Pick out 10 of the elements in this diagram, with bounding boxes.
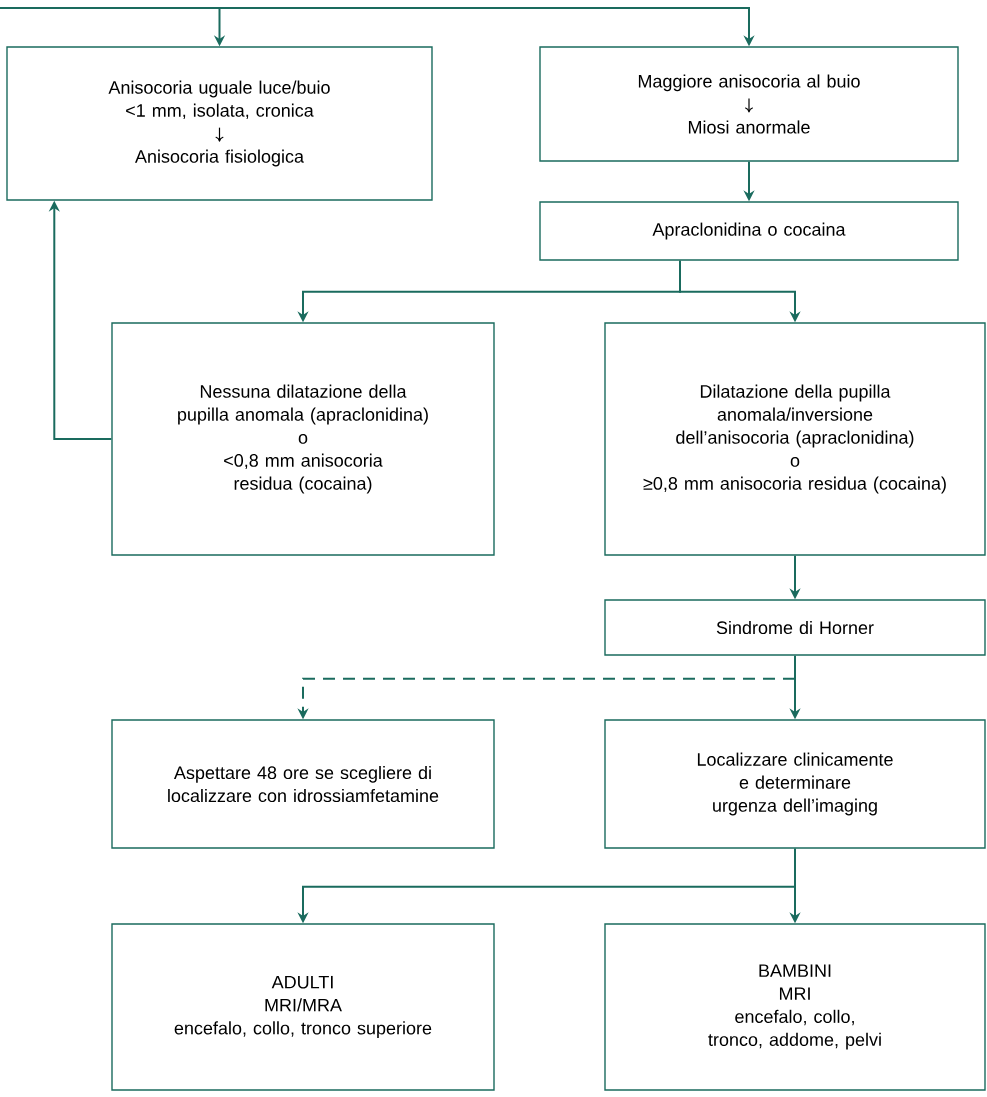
process-box: Dilatazione della pupilla anomala/inversione dell’anisocoria (apraclonidina) o ≥0,8 mm anisocoria residua (cocaina): [604, 322, 986, 556]
process-box: Sindrome di Horner: [604, 599, 986, 656]
process-box: Maggiore anisocoria al buio Miosi anormale: [539, 46, 959, 162]
process-box: Nessuna dilatazione della pupilla anomala (apraclonidina) o <0,8 mm anisocoria residua (cocaina): [111, 322, 495, 556]
process-box: ADULTI MRI/MRA encefalo, collo, tronco superiore: [111, 923, 495, 1091]
process-box: Anisocoria uguale luce/buio <1 mm, isolata, cronica Anisocoria fisiologica: [6, 46, 433, 201]
process-box: Aspettare 48 ore se scegliere di localizzare con idrossiamfetamine: [111, 719, 495, 849]
process-box: BAMBINI MRI encefalo, collo, tronco, addome, pelvi: [604, 923, 986, 1091]
process-box: Localizzare clinicamente e determinare urgenza dell’imaging: [604, 719, 986, 849]
process-box: Apraclonidina o cocaina: [539, 201, 959, 261]
